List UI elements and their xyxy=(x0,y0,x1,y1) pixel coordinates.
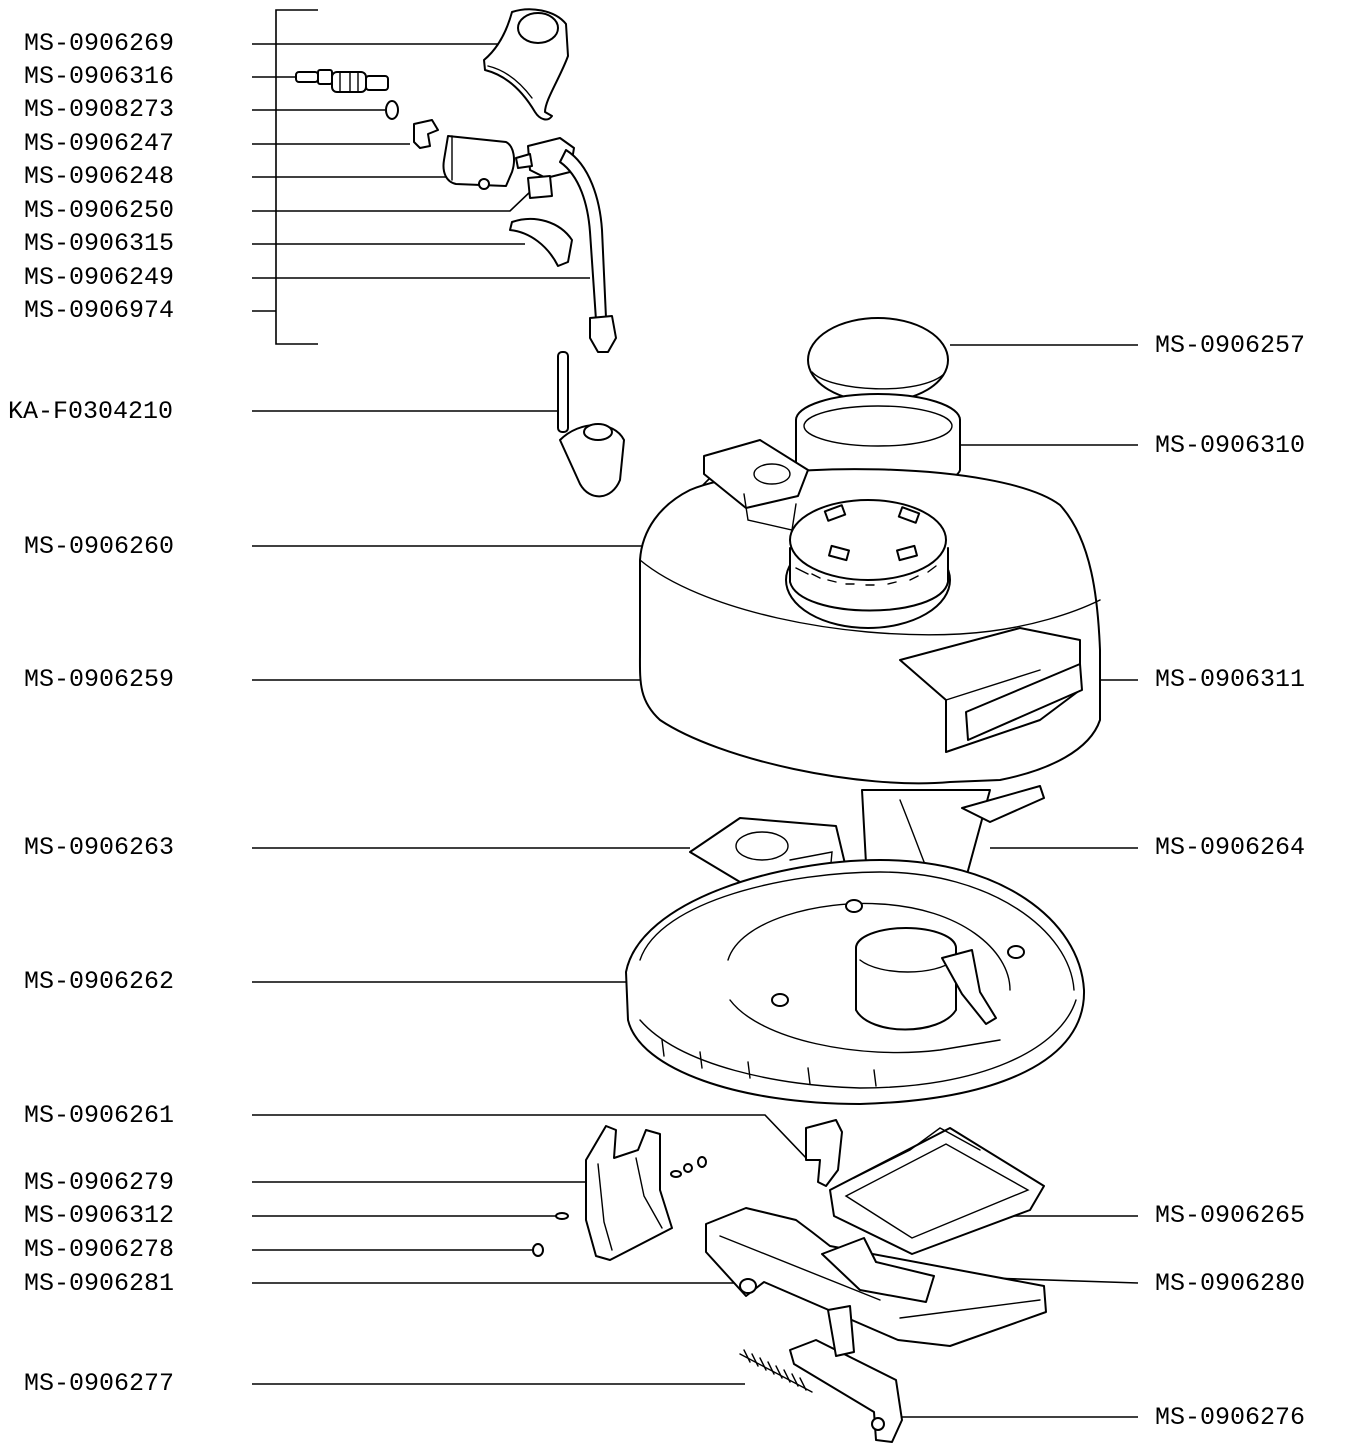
part-valve xyxy=(295,69,389,93)
part-base xyxy=(625,859,1086,1105)
callout-ms-0906260: MS-0906260 xyxy=(24,532,174,561)
left-callouts: MS-0906269 MS-0906316 MS-0908273 MS-0906… xyxy=(8,29,174,1398)
callout-ms-0906262: MS-0906262 xyxy=(24,967,174,996)
part-steam-nozzle xyxy=(557,351,625,498)
callout-ms-0906277: MS-0906277 xyxy=(24,1369,174,1398)
callout-ka-f0304210: KA-F0304210 xyxy=(8,397,173,426)
part-lid xyxy=(807,317,949,403)
part-lever-frame xyxy=(705,1207,1047,1347)
part-bracket xyxy=(585,1125,673,1261)
callout-ms-0906257: MS-0906257 xyxy=(1155,331,1305,360)
callout-ms-0906250: MS-0906250 xyxy=(24,196,174,225)
part-valve-body xyxy=(442,135,515,190)
callout-ms-0908273: MS-0908273 xyxy=(24,95,174,124)
callout-ms-0906312: MS-0906312 xyxy=(24,1201,174,1230)
part-steam-pipe xyxy=(515,137,617,353)
part-o-ring xyxy=(385,100,399,120)
callout-ms-0906278: MS-0906278 xyxy=(24,1235,174,1264)
callout-ms-0906279: MS-0906279 xyxy=(24,1168,174,1197)
callout-ms-0906261: MS-0906261 xyxy=(24,1101,174,1130)
part-drip-tray xyxy=(829,1127,1045,1255)
callout-ms-0906263: MS-0906263 xyxy=(24,833,174,862)
leader-lines xyxy=(252,43,1139,1418)
callout-ms-0906280: MS-0906280 xyxy=(1155,1269,1305,1298)
callout-ms-0906316: MS-0906316 xyxy=(24,62,174,91)
right-callouts: MS-0906257 MS-0906310 MS-0906311 MS-0906… xyxy=(1155,331,1305,1432)
callout-ms-0906276: MS-0906276 xyxy=(1155,1403,1305,1432)
callout-ms-0906281: MS-0906281 xyxy=(24,1269,174,1298)
callout-ms-0906265: MS-0906265 xyxy=(1155,1201,1305,1230)
part-curved-plate xyxy=(509,217,573,267)
callout-ms-0906247: MS-0906247 xyxy=(24,129,174,158)
part-spring xyxy=(739,1349,813,1393)
part-slider xyxy=(789,1305,903,1443)
callout-ms-0906311: MS-0906311 xyxy=(1155,665,1305,694)
part-clip xyxy=(413,119,439,149)
callout-ms-0906249: MS-0906249 xyxy=(24,263,174,292)
callout-ms-0906248: MS-0906248 xyxy=(24,162,174,191)
callout-ms-0906315: MS-0906315 xyxy=(24,229,174,258)
callout-ms-0906974: MS-0906974 xyxy=(24,296,174,325)
part-latch xyxy=(805,1119,843,1187)
callout-ms-0906264: MS-0906264 xyxy=(1155,833,1305,862)
part-knob-housing xyxy=(483,8,569,121)
callout-ms-0906259: MS-0906259 xyxy=(24,665,174,694)
callout-ms-0906269: MS-0906269 xyxy=(24,29,174,58)
callout-ms-0906310: MS-0906310 xyxy=(1155,431,1305,460)
part-pins xyxy=(532,1156,707,1257)
